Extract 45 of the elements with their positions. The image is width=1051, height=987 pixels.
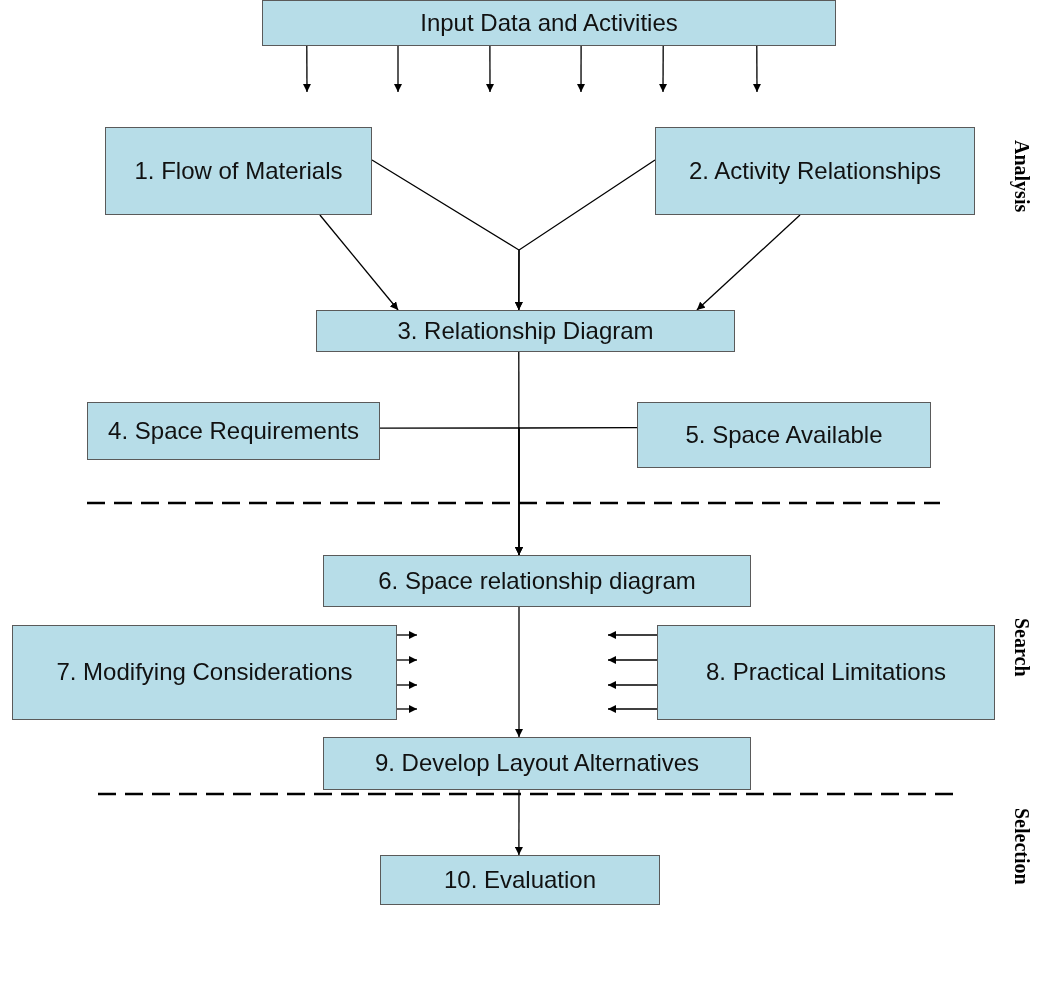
process-box xyxy=(323,555,751,607)
arrow xyxy=(696,214,801,311)
box-label: 7. Modifying Considerations xyxy=(56,659,353,686)
box-label: 5. Space Available xyxy=(685,421,883,449)
arrow xyxy=(515,606,523,738)
box-label: 4. Space Requirements xyxy=(108,417,359,445)
process-box xyxy=(323,737,751,790)
section-label: Selection xyxy=(1010,808,1033,885)
arrow xyxy=(577,45,585,93)
process-box xyxy=(105,127,372,215)
process-box xyxy=(657,625,995,720)
arrow xyxy=(607,656,658,664)
arrow xyxy=(607,705,658,713)
arrow xyxy=(396,705,418,713)
arrow xyxy=(396,656,418,664)
box-label: 3. Relationship Diagram xyxy=(397,317,654,345)
process-box xyxy=(655,127,975,215)
arrow xyxy=(396,681,418,689)
box-label: 8. Practical Limitations xyxy=(705,659,947,686)
arrow xyxy=(659,45,668,93)
box-label: 9. Develop Layout Alternatives xyxy=(374,750,700,777)
arrow xyxy=(607,681,658,689)
arrow xyxy=(514,789,523,856)
process-box xyxy=(12,625,397,720)
arrow xyxy=(607,631,658,639)
arrow xyxy=(514,159,656,311)
box-label: Input Data and Activities xyxy=(420,9,678,37)
arrow xyxy=(396,631,418,639)
box-label: 1. Flow of Materials xyxy=(134,157,343,185)
section-label: Analysis xyxy=(1010,140,1033,213)
process-box xyxy=(316,310,735,352)
box-label: 6. Space relationship diagram xyxy=(378,567,696,595)
process-box xyxy=(637,402,931,468)
arrow xyxy=(752,45,761,93)
process-box xyxy=(380,855,660,905)
process-box xyxy=(262,0,836,46)
arrow xyxy=(394,45,402,93)
box-label: 2. Activity Relationships xyxy=(688,157,942,185)
section-label: Search xyxy=(1010,618,1033,677)
arrow xyxy=(319,214,399,311)
arrow xyxy=(302,45,311,93)
box-label: 10. Evaluation xyxy=(443,866,597,894)
arrow xyxy=(486,45,494,93)
arrow xyxy=(515,427,638,556)
process-box xyxy=(87,402,380,460)
